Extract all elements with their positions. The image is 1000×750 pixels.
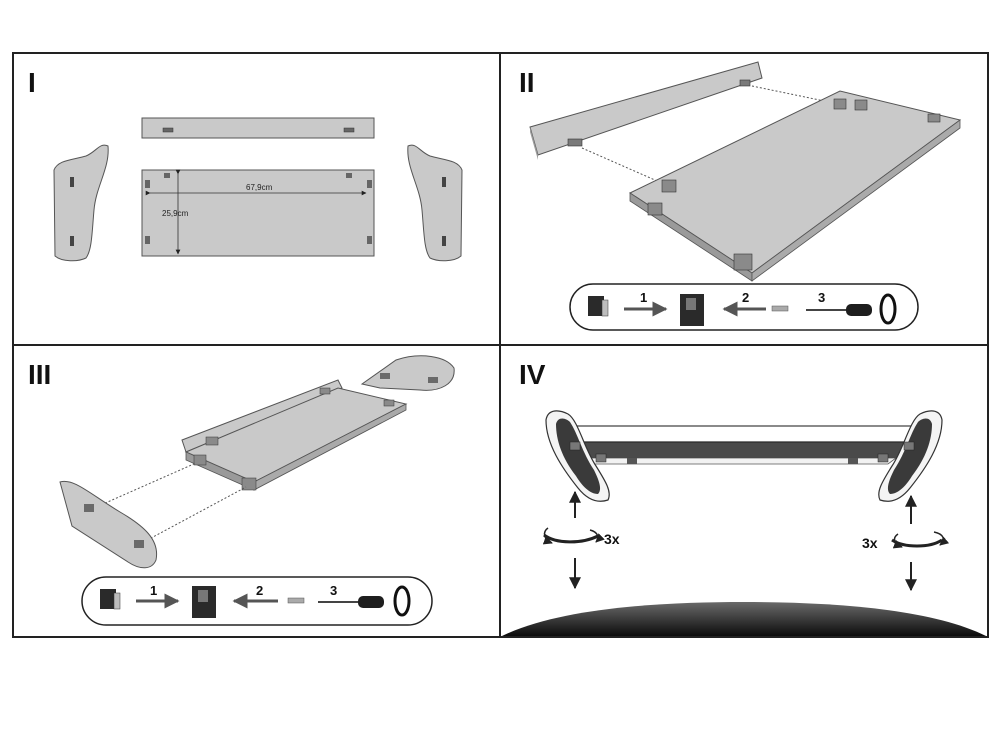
- rotate-icon: [393, 585, 411, 617]
- seq-step-1: 1: [150, 583, 157, 598]
- connector-sequence-2: 1 2 3: [81, 576, 433, 626]
- right-adjust-arrows: 3x: [862, 494, 950, 592]
- step-1-number: I: [28, 67, 36, 98]
- step-3-number: III: [28, 359, 51, 390]
- height-dimension: 25,9cm: [162, 209, 189, 218]
- shelf-assembly-perspective: [181, 379, 408, 491]
- rail-perspective: [529, 61, 763, 160]
- step-4-panel: IV 3x: [502, 359, 986, 636]
- step-2-panel: II: [519, 61, 962, 331]
- width-dimension: 67,9cm: [246, 183, 273, 192]
- seq-step-3: 3: [818, 290, 825, 305]
- screwdriver-icon: [806, 304, 872, 316]
- left-bracket-part: [53, 144, 109, 262]
- right-bracket-perspective: [360, 355, 455, 391]
- seq-step-1: 1: [640, 290, 647, 305]
- ground-surface: [502, 602, 986, 636]
- assembled-shelf: [545, 410, 943, 502]
- back-rail-part: [141, 117, 375, 139]
- panel-grid: [12, 52, 989, 638]
- screwdriver-icon: [318, 596, 384, 608]
- right-bracket-part: [407, 144, 463, 262]
- seq-step-2: 2: [742, 290, 749, 305]
- repeat-count-left: 3x: [604, 531, 620, 547]
- rotate-icon: [879, 293, 897, 325]
- step-4-number: IV: [519, 359, 546, 390]
- left-bracket-perspective: [59, 480, 158, 569]
- shelf-board-part: 67,9cm 25,9cm: [141, 169, 375, 257]
- left-adjust-arrows: 3x: [542, 490, 620, 590]
- connector-sequence-1: 1 2 3: [569, 283, 919, 331]
- seq-step-3: 3: [330, 583, 337, 598]
- board-perspective: [628, 90, 962, 282]
- step-2-number: II: [519, 67, 535, 98]
- step-3-panel: III: [28, 355, 455, 626]
- repeat-count-right: 3x: [862, 535, 878, 551]
- step-1-panel: I 67,9cm 25,9cm: [28, 67, 463, 262]
- seq-step-2: 2: [256, 583, 263, 598]
